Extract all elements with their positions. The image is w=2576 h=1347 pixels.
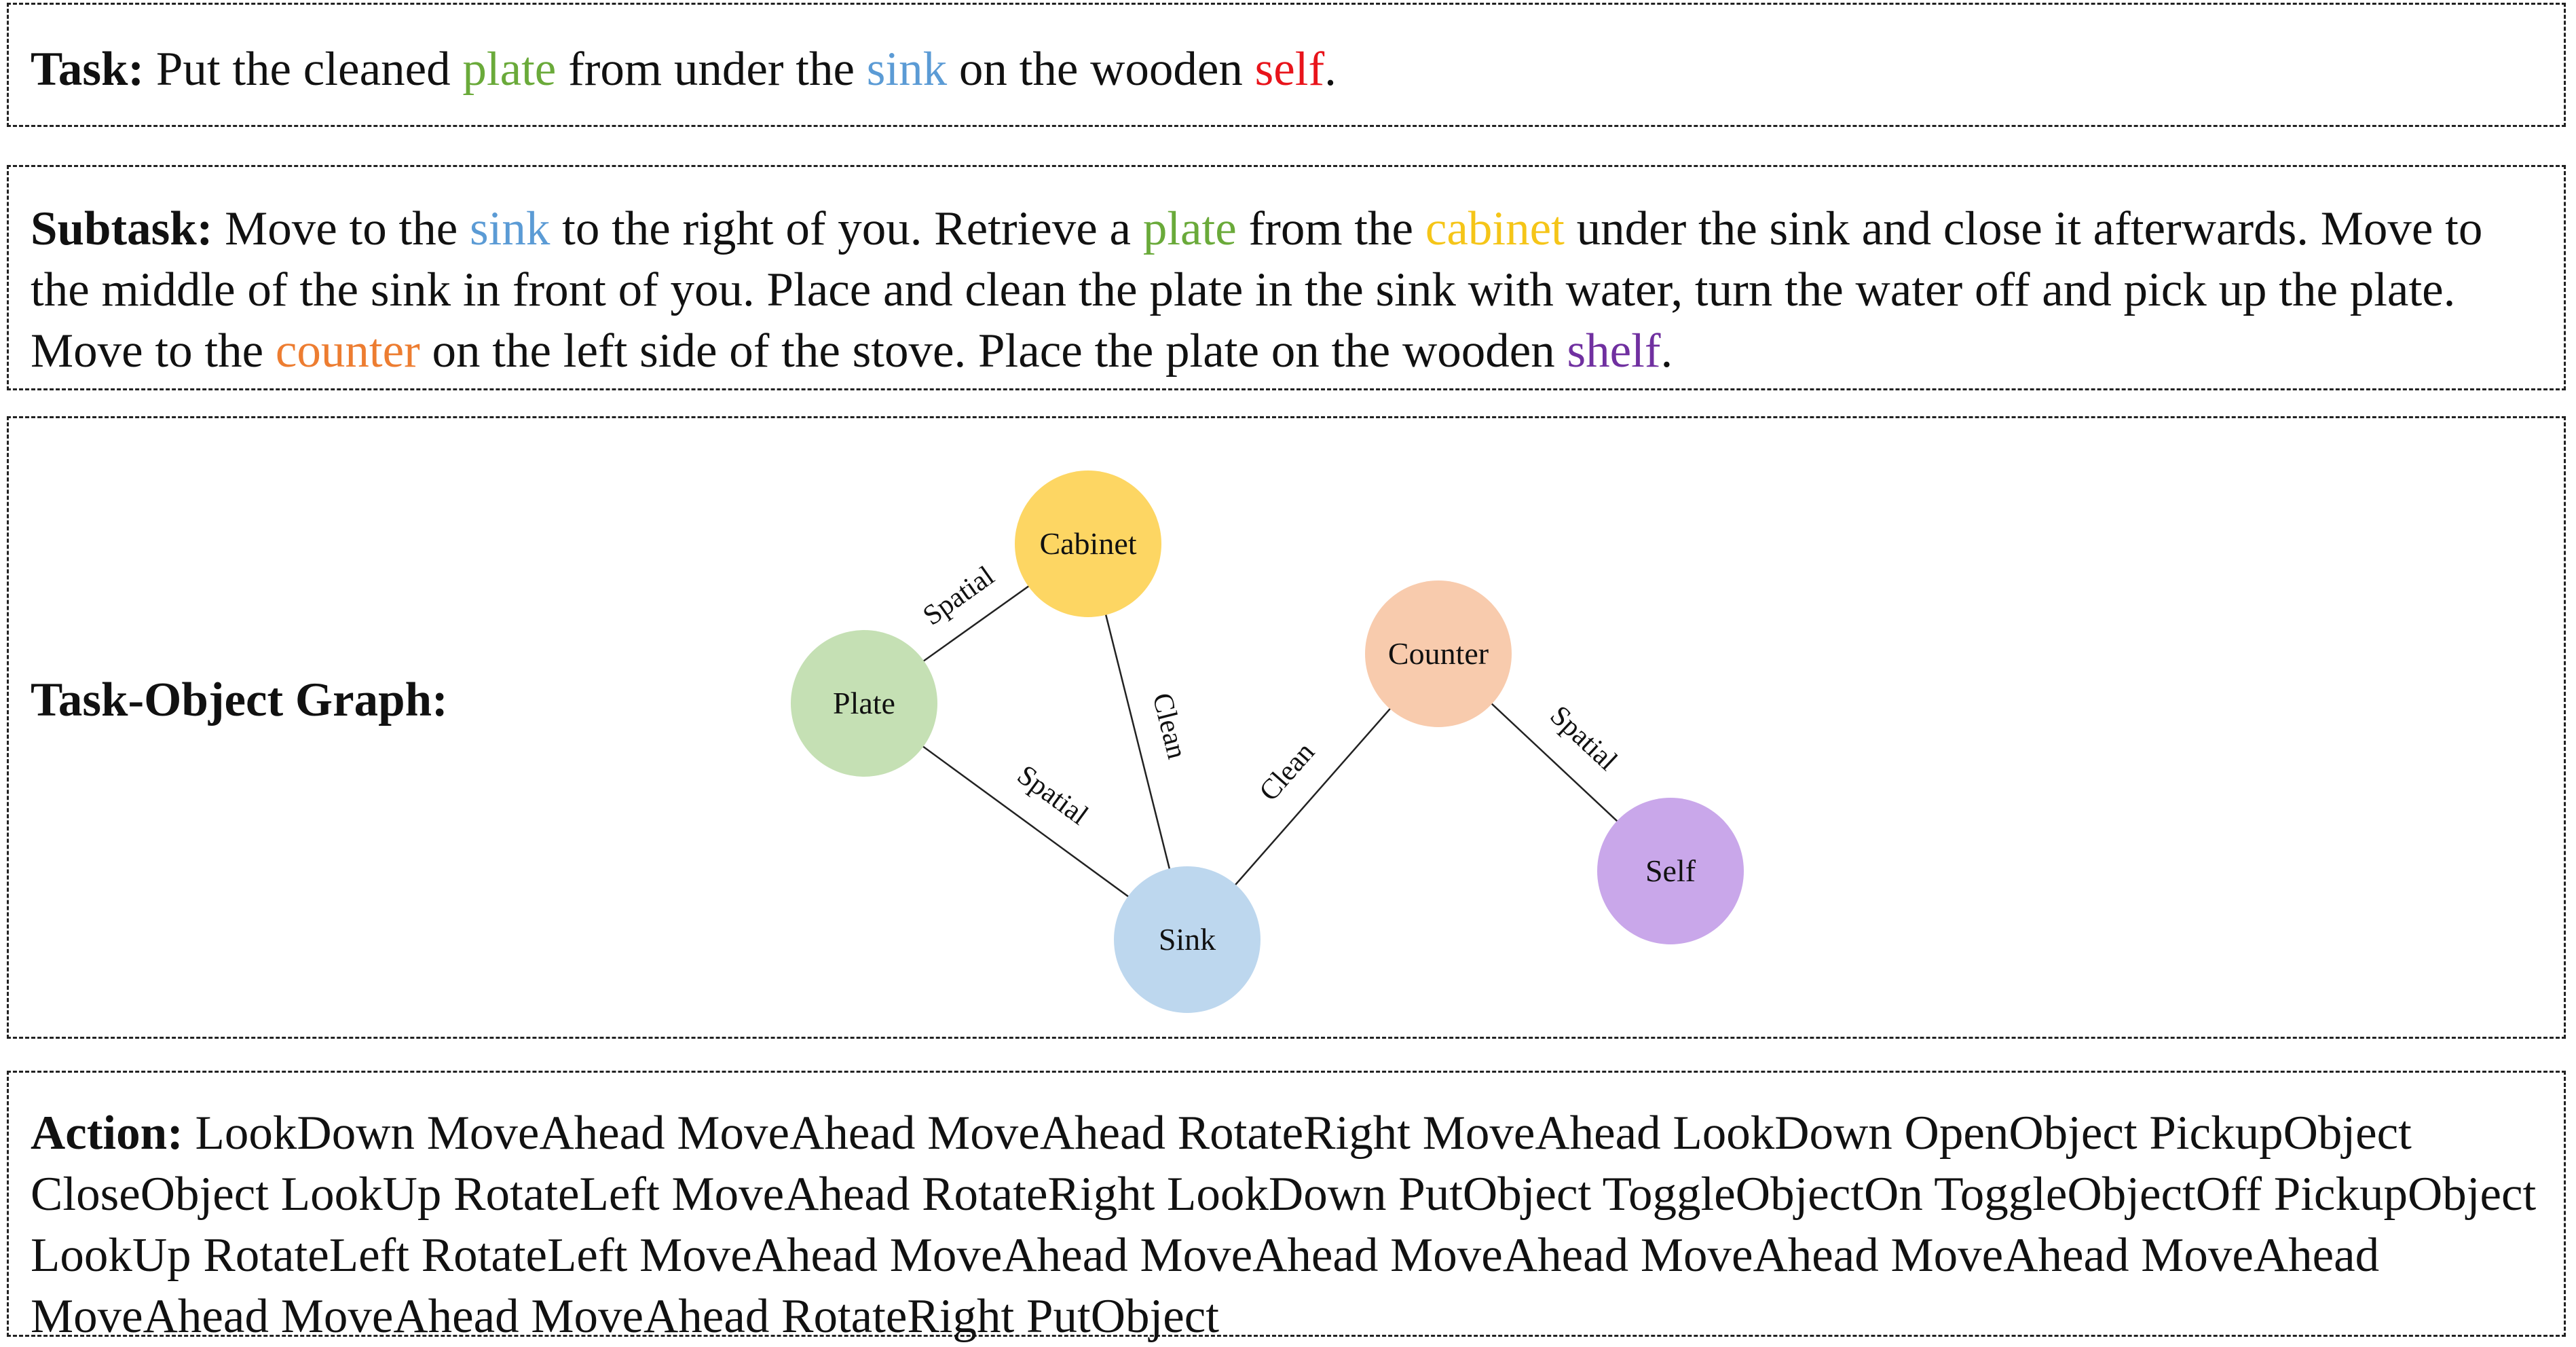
text-segment: from the	[1236, 202, 1425, 255]
text-segment: from under the	[556, 43, 867, 96]
highlighted-word: self	[1254, 43, 1325, 96]
text-segment: .	[1324, 43, 1337, 96]
action-text: Action: LookDown MoveAhead MoveAhead Mov…	[31, 1103, 2537, 1347]
node-label-self: Self	[1645, 853, 1696, 888]
edge-label-plate-cabinet: Spatial	[918, 560, 1001, 631]
graph-heading: Task-Object Graph:	[31, 674, 448, 726]
text-segment: .	[1660, 325, 1673, 377]
highlighted-word: plate	[462, 43, 557, 96]
text-segment: Put the cleaned	[144, 43, 463, 96]
edge-label-counter-self: Spatial	[1544, 700, 1624, 777]
subtask-panel: Subtask: Move to the sink to the right o…	[7, 165, 2566, 390]
text-segment: on the wooden	[947, 43, 1255, 96]
task-text: Task: Put the cleaned plate from under t…	[31, 39, 2537, 100]
node-label-plate: Plate	[833, 686, 895, 720]
action-sequence: LookDown MoveAhead MoveAhead MoveAhead R…	[31, 1107, 2537, 1343]
subtask-heading: Subtask:	[31, 202, 213, 255]
action-heading: Action:	[31, 1107, 183, 1160]
edge-label-cabinet-sink: Clean	[1146, 690, 1192, 762]
text-segment: under the sink and close it afterwards. …	[31, 202, 2483, 377]
node-plate	[791, 630, 937, 777]
highlighted-word: shelf	[1567, 325, 1661, 377]
action-panel: Action: LookDown MoveAhead MoveAhead Mov…	[7, 1071, 2566, 1343]
text-segment: Move to the	[212, 202, 470, 255]
task-heading: Task:	[31, 43, 145, 96]
highlighted-word: sink	[866, 43, 948, 96]
text-segment: on the left side of the stove. Place the…	[419, 325, 1567, 377]
subtask-text: Subtask: Move to the sink to the right o…	[31, 198, 2537, 382]
highlighted-word: counter	[275, 325, 420, 377]
node-counter	[1365, 580, 1512, 727]
highlighted-word: cabinet	[1425, 202, 1565, 255]
text-segment: to the right of you. Retrieve a	[550, 202, 1143, 255]
highlighted-word: sink	[469, 202, 550, 255]
node-label-cabinet: Cabinet	[1039, 526, 1136, 561]
edge-label-sink-counter: Clean	[1254, 737, 1321, 807]
node-cabinet	[1015, 470, 1161, 617]
node-self	[1597, 798, 1744, 944]
subtask-body: Move to the sink to the right of you. Re…	[31, 202, 2482, 377]
node-label-sink: Sink	[1159, 922, 1216, 957]
task-panel: Task: Put the cleaned plate from under t…	[7, 3, 2566, 127]
task-object-graph: CabinetPlateCounterSinkSelfSpatialCleanS…	[791, 470, 1744, 1013]
highlighted-word: plate	[1142, 202, 1237, 255]
node-sink	[1114, 866, 1261, 1013]
node-label-counter: Counter	[1388, 636, 1489, 671]
task-body: Put the cleaned plate from under the sin…	[144, 43, 1337, 96]
